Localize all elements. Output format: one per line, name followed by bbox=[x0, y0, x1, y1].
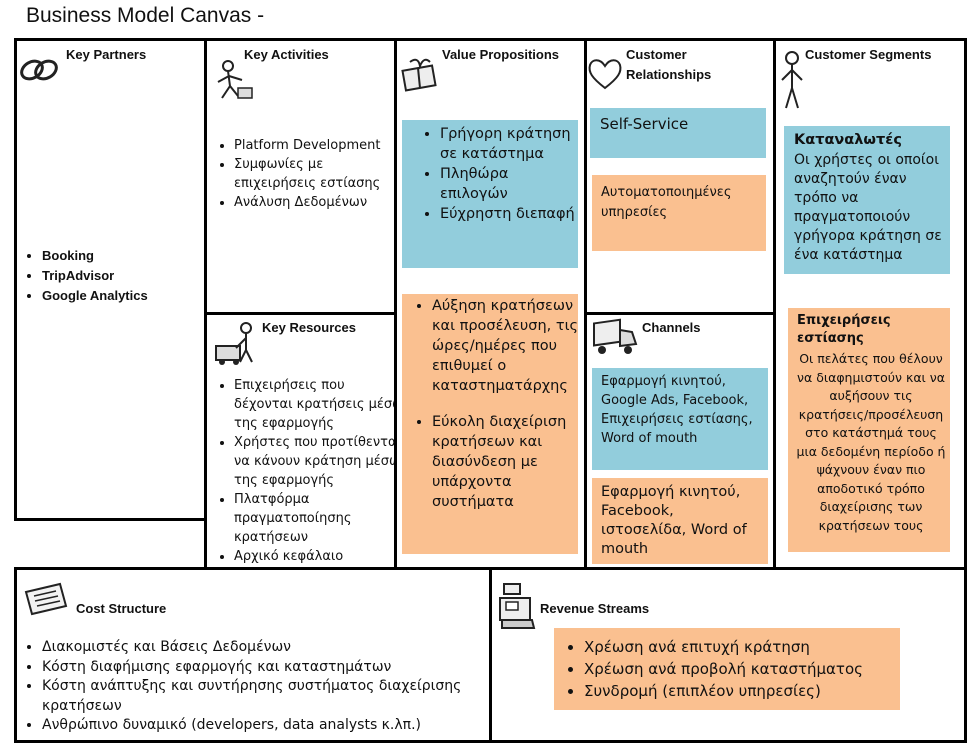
channels-orange-note bbox=[592, 478, 768, 564]
key-partners-heading: Key Partners bbox=[66, 47, 147, 62]
key-activities-list: Platform Development Συμφωνίες με επιχει… bbox=[216, 136, 406, 212]
list-item: TripAdvisor bbox=[42, 266, 217, 286]
value-propositions-orange-note bbox=[402, 294, 578, 554]
list-item: Αύξηση κρατήσεων και προσέλευση, τις ώρε… bbox=[432, 296, 590, 396]
restaurants-text: Οι πελάτες που θέλουν να διαφημιστούν κα… bbox=[796, 351, 946, 533]
customer-relationships-orange-note bbox=[592, 175, 766, 251]
list-item: Συνδρομή (επιπλέον υπηρεσίες) bbox=[584, 680, 914, 702]
list-item: Εύχρηστη διεπαφή bbox=[440, 204, 580, 224]
receipt-icon bbox=[24, 582, 68, 616]
list-item: Booking bbox=[42, 246, 217, 266]
channels-heading: Channels bbox=[642, 320, 701, 335]
channels-blue-text: Εφαρμογή κινητού, Google Ads, Facebook, … bbox=[601, 374, 753, 446]
list-item: Κόστη διαφήμισης εφαρμογής και καταστημά… bbox=[42, 658, 494, 678]
heart-icon bbox=[588, 59, 622, 90]
list-item: Χρέωση ανά προβολή καταστήματος bbox=[584, 658, 914, 680]
key-partners-box bbox=[14, 38, 207, 521]
revenue-streams-heading: Revenue Streams bbox=[540, 601, 650, 616]
channels-blue-note bbox=[592, 368, 768, 470]
list-item: Ανάλυση Δεδομένων bbox=[234, 193, 406, 212]
list-item: Google Analytics bbox=[42, 286, 217, 306]
list-item: Διακομιστές και Βάσεις Δεδομένων bbox=[42, 638, 494, 658]
list-item: Platform Development bbox=[234, 136, 406, 155]
value-propositions-orange-list: Αύξηση κρατήσεων και προσέλευση, τις ώρε… bbox=[414, 296, 590, 512]
gift-icon bbox=[401, 58, 437, 92]
list-item: Χρήστες που προτίθενται να κάνουν κράτησ… bbox=[234, 433, 406, 490]
customer-relationships-heading: Customer Relationships bbox=[626, 47, 712, 82]
worker-icon bbox=[217, 60, 253, 99]
revenue-streams-list: Χρέωση ανά επιτυχή κράτηση Χρέωση ανά πρ… bbox=[566, 636, 914, 702]
value-propositions-blue-note bbox=[402, 120, 578, 268]
list-item: Ανθρώπινο δυναμικό (developers, data ana… bbox=[42, 716, 494, 736]
key-activities-heading: Key Activities bbox=[244, 47, 329, 62]
chain-links-icon bbox=[20, 59, 58, 81]
cash-register-icon bbox=[499, 583, 536, 629]
value-propositions-heading: Value Propositions bbox=[442, 47, 560, 62]
key-activities-box bbox=[204, 38, 397, 315]
cost-structure-box bbox=[14, 567, 492, 743]
page-title: Business Model Canvas - bbox=[26, 4, 265, 27]
customer-segments-orange-note bbox=[788, 308, 950, 552]
truck-icon bbox=[593, 318, 638, 354]
cost-structure-list: Διακομιστές και Βάσεις Δεδομένων Κόστη δ… bbox=[24, 638, 494, 736]
key-resources-heading: Key Resources bbox=[262, 320, 356, 335]
key-partners-list: Booking TripAdvisor Google Analytics bbox=[24, 246, 217, 306]
list-item: Συμφωνίες με επιχειρήσεις εστίασης bbox=[234, 155, 406, 193]
customer-segments-blue-note bbox=[784, 126, 950, 274]
revenue-streams-orange-note bbox=[554, 628, 900, 710]
list-item: Εύκολη διαχείριση κρατήσεων και διασύνδε… bbox=[432, 412, 590, 512]
channels-orange-text: Εφαρμογή κινητού, Facebook, ιστοσελίδα, … bbox=[601, 484, 747, 557]
list-item: Επιχειρήσεις που δέχονται κρατήσεις μέσω… bbox=[234, 376, 406, 433]
self-service-label: Self-Service bbox=[600, 115, 689, 133]
consumers-text: Οι χρήστες οι οποίοι αναζητούν έναν τρόπ… bbox=[794, 152, 942, 263]
list-item: Κόστη ανάπτυξης και συντήρησης συστήματο… bbox=[42, 677, 494, 716]
list-item: Γρήγορη κράτηση σε κατάστημα bbox=[440, 124, 580, 164]
customer-segments-heading: Customer Segments bbox=[805, 47, 932, 62]
customer-relationships-blue-note bbox=[590, 108, 766, 158]
list-item: Χρέωση ανά επιτυχή κράτηση bbox=[584, 636, 914, 658]
value-propositions-blue-list: Γρήγορη κράτηση σε κατάστημα Πληθώρα επι… bbox=[422, 124, 580, 224]
restaurants-title: Επιχειρήσεις εστίασης bbox=[797, 313, 891, 346]
consumers-title: Καταναλωτές bbox=[794, 132, 902, 148]
list-item: Αρχικό κεφάλαιο bbox=[234, 547, 406, 566]
worker-with-machine-icon bbox=[215, 322, 253, 365]
key-resources-list: Επιχειρήσεις που δέχονται κρατήσεις μέσω… bbox=[216, 376, 406, 566]
automated-services-label: Αυτοματοποιημένες υπηρεσίες bbox=[601, 185, 732, 220]
cost-structure-heading: Cost Structure bbox=[76, 601, 167, 616]
list-item: Πλατφόρμα πραγματοποίησης κρατήσεων bbox=[234, 490, 406, 547]
person-icon bbox=[781, 51, 803, 109]
list-item: Πληθώρα επιλογών bbox=[440, 164, 580, 204]
